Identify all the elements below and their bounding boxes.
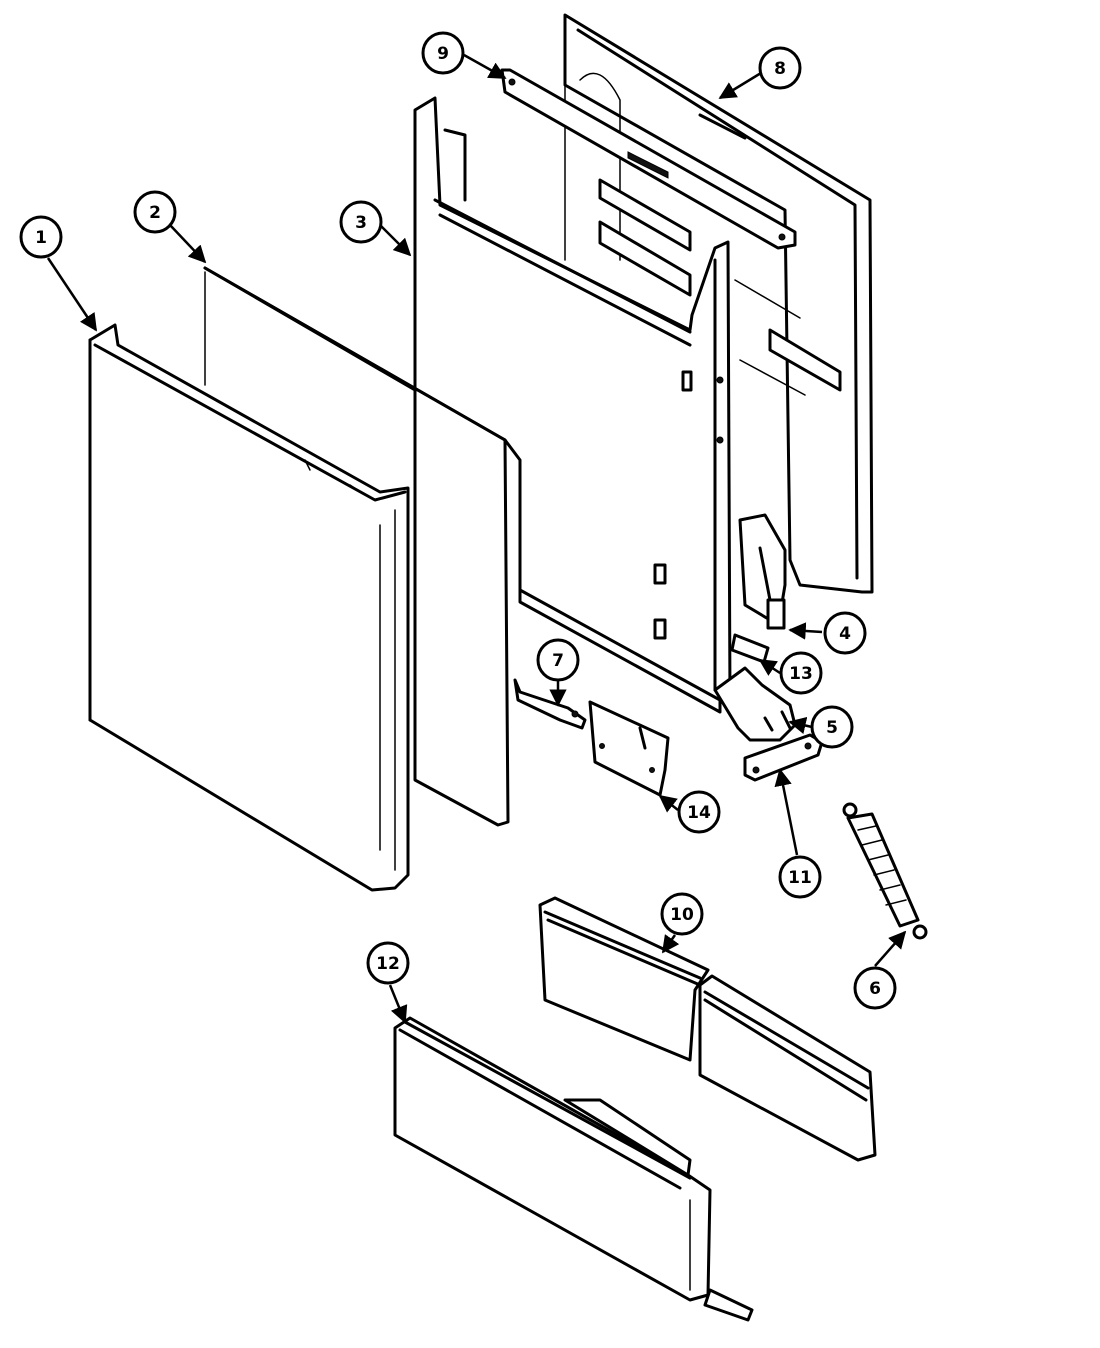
- part-13-pad: [730, 633, 770, 664]
- leader-14: [658, 794, 679, 813]
- callout-7-label: 7: [552, 651, 564, 671]
- callout-3-label: 3: [355, 213, 367, 233]
- part-10-insulation-blanket: [538, 896, 877, 1162]
- callout-4-label: 4: [839, 624, 851, 644]
- leader-4: [788, 622, 823, 640]
- part-3-door-panel: [413, 96, 732, 714]
- callout-12-label: 12: [376, 954, 400, 974]
- leader-10: [661, 934, 680, 954]
- callout-2: 2: [133, 190, 177, 234]
- callout-8: 8: [758, 46, 802, 90]
- leader-5: [788, 716, 813, 735]
- callout-3: 3: [339, 200, 383, 244]
- callout-5: 5: [810, 705, 854, 749]
- part-4-bracket: [738, 513, 787, 630]
- leader-lines: [46, 53, 907, 1024]
- callout-2-label: 2: [149, 203, 161, 223]
- part-7-clip: [513, 678, 587, 730]
- part-12-console-panel: [393, 1016, 754, 1322]
- leader-1: [46, 257, 98, 332]
- callout-10: 10: [660, 892, 704, 936]
- callout-4: 4: [823, 611, 867, 655]
- callout-14-label: 14: [687, 803, 711, 823]
- callout-5-label: 5: [826, 718, 838, 738]
- part-8-inner-door-liner: [563, 13, 874, 594]
- leader-13: [758, 658, 781, 676]
- callout-6-label: 6: [869, 979, 881, 999]
- callout-6: 6: [853, 966, 897, 1010]
- callout-12: 12: [366, 941, 410, 985]
- part-2-insulation-panel: [203, 254, 510, 827]
- callout-11: 11: [778, 855, 822, 899]
- callout-1: 1: [19, 215, 63, 259]
- part-6-spring: [842, 802, 928, 940]
- callout-1-label: 1: [35, 228, 47, 248]
- callout-14: 14: [677, 790, 721, 834]
- part-1-outer-door-panel: [88, 323, 410, 892]
- callout-10-label: 10: [670, 905, 694, 925]
- callout-9: 9: [421, 31, 465, 75]
- callout-13: 13: [779, 651, 823, 695]
- leader-8: [718, 71, 762, 100]
- leader-12: [388, 984, 408, 1024]
- leader-9: [463, 53, 507, 80]
- callout-13-label: 13: [789, 664, 813, 684]
- leader-11: [774, 768, 799, 856]
- part-9-upper-bracket: [500, 68, 797, 250]
- leader-6: [874, 930, 907, 967]
- callout-8-label: 8: [774, 59, 786, 79]
- part-11-link: [743, 733, 824, 782]
- leader-3: [379, 224, 412, 257]
- callout-7: 7: [536, 638, 580, 682]
- callout-9-label: 9: [437, 44, 449, 64]
- callout-11-label: 11: [788, 868, 812, 888]
- part-14-plate-bracket: [588, 700, 670, 797]
- leader-2: [169, 224, 207, 264]
